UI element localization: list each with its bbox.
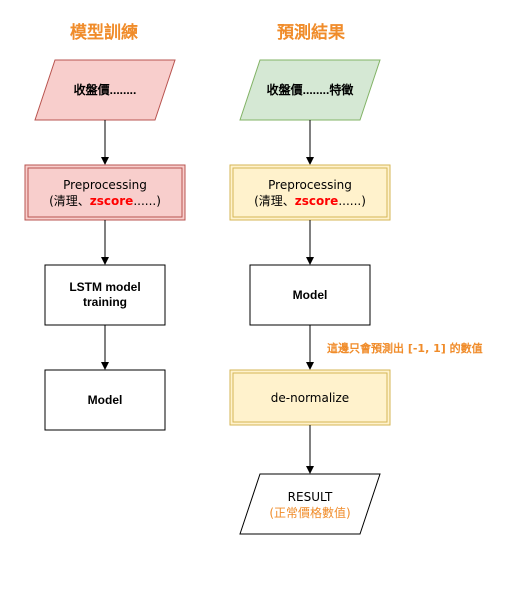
- right-input-parallelogram: [239, 59, 381, 121]
- left-model-label: Model: [88, 393, 123, 407]
- left-training-line2: training: [83, 295, 127, 309]
- left-preprocess-zscore: zscore: [90, 194, 134, 208]
- left-input-parallelogram: [34, 59, 176, 121]
- right-model-label: Model: [293, 288, 328, 302]
- left-preprocess-line1: Preprocessing: [63, 178, 147, 192]
- result-line2: (正常價格數值): [269, 505, 350, 520]
- result-parallelogram: [239, 473, 381, 535]
- left-input-label: 收盤價........: [74, 82, 137, 97]
- right-input-label: 收盤價........特徵: [267, 82, 355, 97]
- left-preprocess-line2: (清理、zscore......): [49, 194, 161, 208]
- denormalize-inner-border: [232, 372, 388, 423]
- left-preprocess-line2-c: ......): [133, 194, 161, 208]
- left-column-title: 模型訓練: [70, 22, 138, 43]
- right-preprocess-box: [229, 164, 391, 221]
- denormalize-label: de-normalize: [271, 391, 349, 405]
- left-preprocess-box: [24, 164, 186, 221]
- right-preprocess-zscore: zscore: [295, 194, 339, 208]
- left-training-line1: LSTM model: [69, 280, 140, 294]
- range-note: 這邊只會預測出 [-1, 1] 的數值: [327, 341, 483, 355]
- denormalize-box: [229, 369, 391, 426]
- right-preprocess-line2: (清理、zscore......): [254, 194, 366, 208]
- right-preprocess-inner-border: [232, 167, 388, 218]
- result-line1: RESULT: [288, 490, 333, 504]
- right-preprocess-line2-a: (清理、: [254, 194, 295, 208]
- right-preprocess-line1: Preprocessing: [268, 178, 352, 192]
- left-preprocess-inner-border: [27, 167, 183, 218]
- right-model-box: [249, 264, 371, 326]
- right-column-title: 預測結果: [277, 22, 345, 43]
- right-preprocess-line2-c: ......): [338, 194, 366, 208]
- left-preprocess-line2-a: (清理、: [49, 194, 90, 208]
- left-model-box: [44, 369, 166, 431]
